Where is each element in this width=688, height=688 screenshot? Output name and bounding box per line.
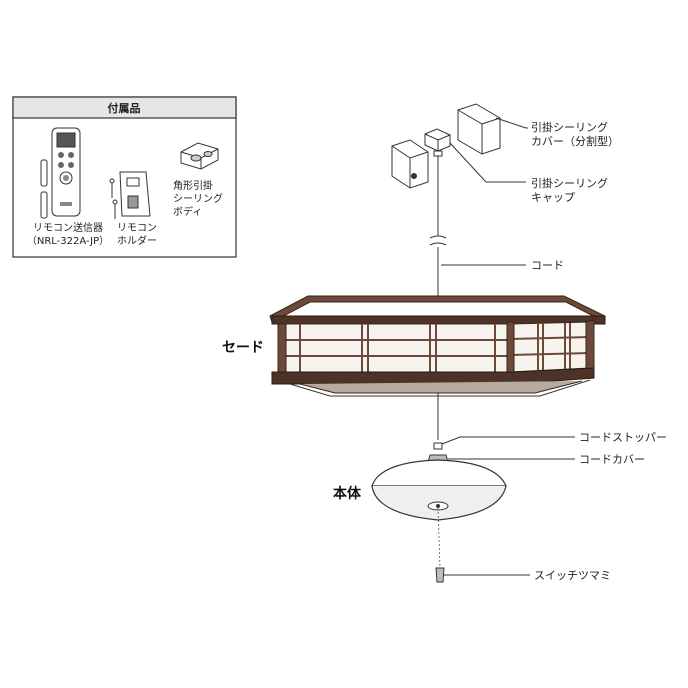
body-label-3: ボディ [173, 205, 202, 218]
remote-holder-icon [109, 171, 151, 219]
ceiling-body-icon [180, 142, 219, 170]
remote-label-1: リモコン送信器 [33, 221, 103, 234]
holder-label-1: リモコン [117, 223, 157, 234]
ceiling-cap-icon [424, 128, 451, 157]
holder-label-2: ホルダー [117, 234, 157, 247]
label-cover-1: 引掛シーリング [531, 120, 608, 134]
label-cap-2: キャップ [531, 191, 575, 204]
label-cord-stopper: コードストッパー [579, 431, 667, 444]
accessories-box: 付属品 [12, 96, 237, 258]
lamp-body-illustration [371, 459, 507, 521]
label-cord: コード [531, 259, 564, 272]
accessories-title: 付属品 [108, 101, 141, 115]
body-label-1: 角形引掛 [173, 179, 213, 192]
remote-label-2: （NRL-322A-JP） [27, 235, 109, 247]
label-cap-1: 引掛シーリング [531, 176, 608, 190]
cord-stopper-icon [433, 442, 443, 450]
label-shade: セード [222, 340, 264, 356]
ceiling-cover-icon [391, 103, 501, 189]
label-switch-knob: スイッチツマミ [534, 569, 611, 582]
label-body: 本体 [333, 485, 362, 502]
remote-control-icon [51, 127, 81, 217]
body-label-2: シーリング [173, 192, 223, 205]
leader-lines [441, 117, 575, 576]
pull-switch [435, 507, 445, 583]
shade-illustration [269, 295, 606, 397]
battery-icon [40, 159, 48, 219]
label-cover-2: カバー（分割型） [531, 134, 619, 148]
label-cord-cover: コードカバー [579, 453, 645, 466]
